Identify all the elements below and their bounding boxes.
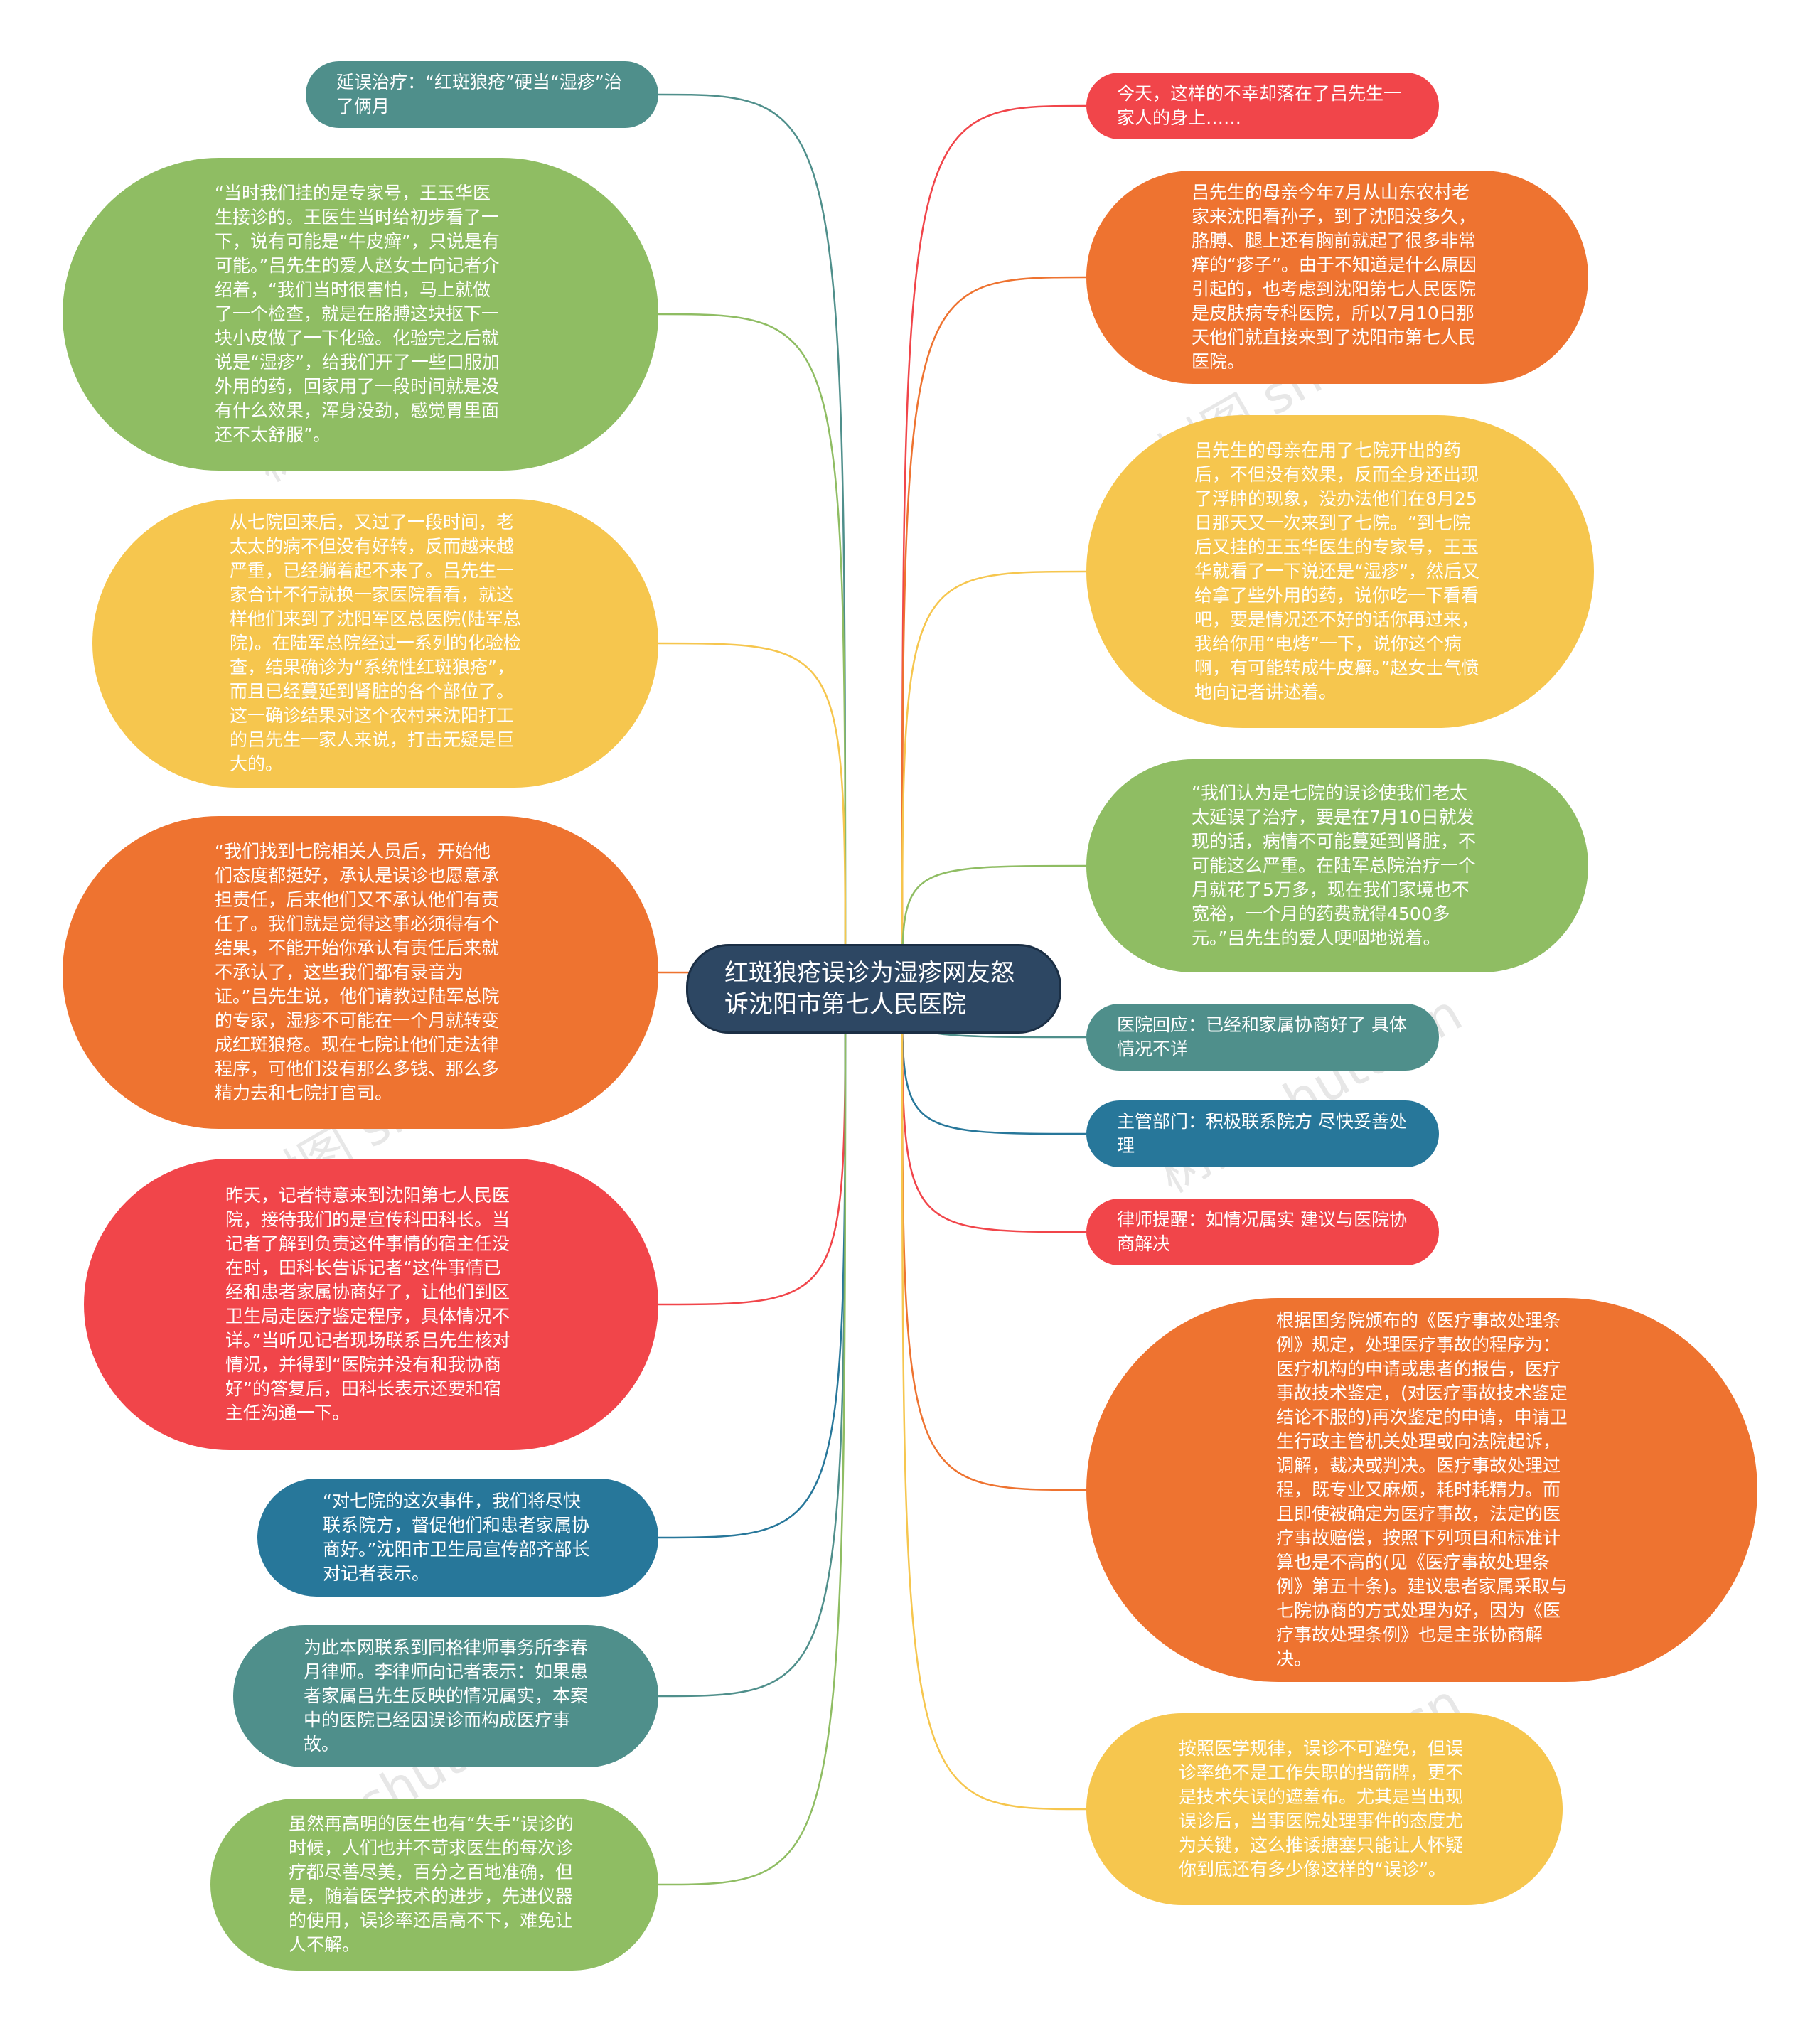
topic-medical-rule[interactable]: 按照医学规律，误诊不可避免，但误诊率绝不是工作失职的挡箭牌，更不是技术失误的遮羞… — [1086, 1713, 1563, 1905]
connector-l3 — [658, 642, 847, 990]
connector-l1 — [658, 93, 847, 990]
topic-mother-symptoms[interactable]: 吕先生的母亲今年7月从山东农村老家来沈阳看孙子，到了沈阳没多久，胳膊、腿上还有胸… — [1086, 171, 1588, 384]
topic-label: 医院回应：已经和家属协商好了 具体情况不详 — [1117, 1014, 1407, 1059]
topic-label: 昨天，记者特意来到沈阳第七人民医院，接待我们的是宣传科田科长。当记者了解到负责这… — [225, 1185, 510, 1423]
central-topic[interactable]: 红斑狼疮误诊为湿疹网友怒诉沈阳市第七人民医院 — [686, 944, 1061, 1034]
connector-r9 — [901, 988, 1087, 1811]
topic-first-visit[interactable]: “当时我们挂的是专家号，王玉华医生接诊的。王医生当时给初步看了一下，说有可能是“… — [63, 158, 658, 471]
topic-label: “我们认为是七院的误诊使我们老太太延误了治疗，要是在7月10日就发现的话，病情不… — [1192, 783, 1477, 948]
topic-hospital-denial[interactable]: “我们找到七院相关人员后，开始他们态度都挺好，承认是误诊也愿意承担责任，后来他们… — [63, 816, 658, 1129]
topic-authority-action[interactable]: 主管部门：积极联系院方 尽快妥善处理 — [1086, 1100, 1439, 1167]
topic-label: “当时我们挂的是专家号，王玉华医生接诊的。王医生当时给初步看了一下，说有可能是“… — [215, 183, 500, 445]
topic-label: 根据国务院颁布的《医疗事故处理条例》规定，处理医疗事故的程序为：医疗机构的申请或… — [1276, 1310, 1568, 1669]
topic-label: 延误治疗：“红斑狼疮”硬当“湿疹”治了俩月 — [336, 72, 622, 117]
topic-misfortune[interactable]: 今天，这样的不幸却落在了吕先生一家人的身上…… — [1086, 73, 1439, 139]
topic-label: 吕先生的母亲在用了七院开出的药后，不但没有效果，反而全身还出现了浮肿的现象，没办… — [1194, 440, 1479, 702]
connector-l7 — [658, 988, 847, 1698]
topic-lawyer-opinion[interactable]: 为此本网联系到同格律师事务所李春月律师。李律师向记者表示：如果患者家属吕先生反映… — [233, 1625, 658, 1767]
topic-label: 为此本网联系到同格律师事务所李春月律师。李律师向记者表示：如果患者家属吕先生反映… — [304, 1637, 589, 1754]
connector-l2 — [658, 313, 847, 990]
topic-label: 虽然再高明的医生也有“失手”误诊的时候，人们也并不苛求医生的每次诊疗都尽善尽美，… — [289, 1813, 574, 1955]
topic-misdiagnosis-rate[interactable]: 虽然再高明的医生也有“失手”误诊的时候，人们也并不苛求医生的每次诊疗都尽善尽美，… — [210, 1799, 658, 1971]
topic-army-hospital-diagnosis[interactable]: 从七院回来后，又过了一段时间，老太太的病不但没有好转，反而越来越严重，已经躺着起… — [92, 499, 658, 788]
connector-r3 — [901, 570, 1087, 990]
topic-label: 律师提醒：如情况属实 建议与医院协商解决 — [1117, 1209, 1407, 1254]
topic-health-bureau[interactable]: “对七院的这次事件，我们将尽快联系院方，督促他们和患者家属协商好。”沈阳市卫生局… — [257, 1479, 658, 1597]
topic-second-visit[interactable]: 吕先生的母亲在用了七院开出的药后，不但没有效果，反而全身还出现了浮肿的现象，没办… — [1086, 415, 1594, 728]
topic-label: “我们找到七院相关人员后，开始他们态度都挺好，承认是误诊也愿意承担责任，后来他们… — [215, 841, 500, 1103]
connector-r2 — [901, 276, 1087, 990]
topic-label: “对七院的这次事件，我们将尽快联系院方，督促他们和患者家属协商好。”沈阳市卫生局… — [323, 1491, 590, 1584]
connector-l5 — [658, 988, 847, 1306]
topic-delayed-treatment[interactable]: 延误治疗：“红斑狼疮”硬当“湿疹”治了俩月 — [306, 61, 658, 128]
topic-label: 吕先生的母亲今年7月从山东农村老家来沈阳看孙子，到了沈阳没多久，胳膊、腿上还有胸… — [1192, 182, 1477, 372]
central-topic-label: 红斑狼疮误诊为湿疹网友怒诉沈阳市第七人民医院 — [724, 959, 1015, 1019]
connector-r8 — [901, 988, 1087, 1491]
topic-regulation-procedure[interactable]: 根据国务院颁布的《医疗事故处理条例》规定，处理医疗事故的程序为：医疗机构的申请或… — [1086, 1298, 1757, 1682]
topic-label: 从七院回来后，又过了一段时间，老太太的病不但没有好转，反而越来越严重，已经躺着起… — [230, 512, 521, 774]
topic-label: 主管部门：积极联系院方 尽快妥善处理 — [1117, 1111, 1407, 1156]
connector-r1 — [901, 104, 1087, 990]
topic-reporter-visit[interactable]: 昨天，记者特意来到沈阳第七人民医院，接待我们的是宣传科田科长。当记者了解到负责这… — [84, 1159, 658, 1450]
connector-l6 — [658, 988, 847, 1539]
connector-l8 — [658, 988, 847, 1886]
topic-label: 今天，这样的不幸却落在了吕先生一家人的身上…… — [1117, 83, 1402, 128]
topic-lawyer-advice[interactable]: 律师提醒：如情况属实 建议与医院协商解决 — [1086, 1199, 1439, 1265]
topic-label: 按照医学规律，误诊不可避免，但误诊率绝不是工作失职的挡箭牌，更不是技术失误的遮羞… — [1179, 1738, 1464, 1880]
topic-family-burden[interactable]: “我们认为是七院的误诊使我们老太太延误了治疗，要是在7月10日就发现的话，病情不… — [1086, 759, 1588, 972]
topic-hospital-response[interactable]: 医院回应：已经和家属协商好了 具体情况不详 — [1086, 1004, 1439, 1071]
